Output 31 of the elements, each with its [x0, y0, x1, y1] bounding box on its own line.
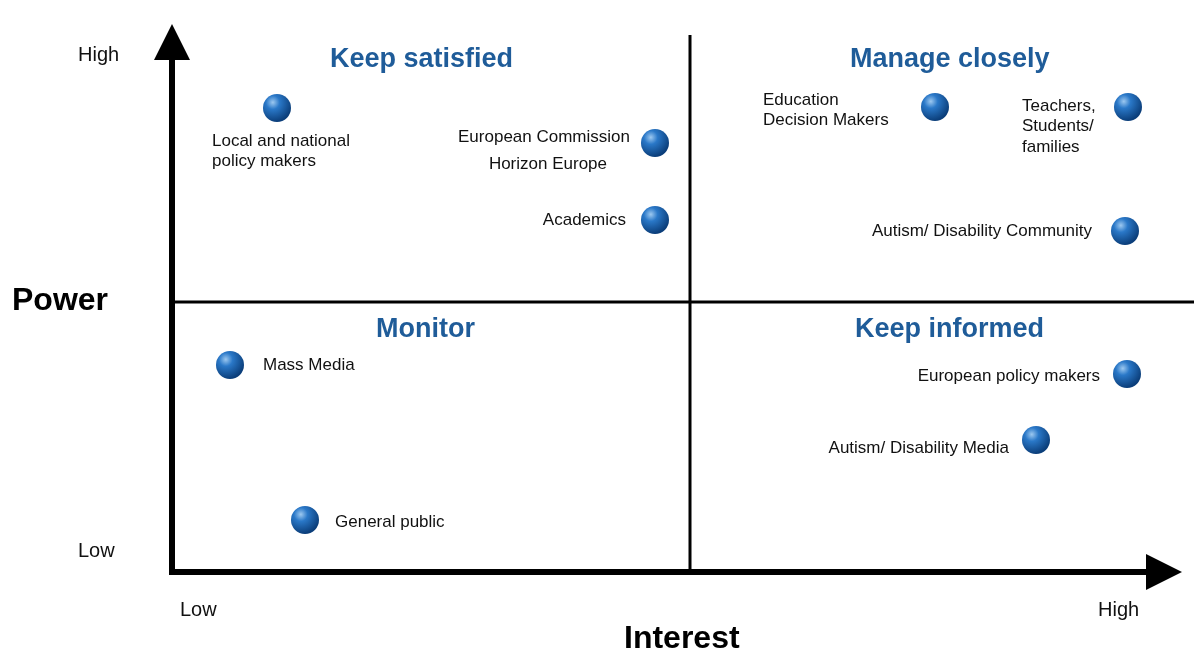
sphere-marker: [1021, 425, 1051, 455]
sphere-marker: [640, 205, 670, 235]
stakeholder-label: European Commission: [458, 127, 630, 148]
axis-label: Low: [78, 538, 115, 562]
stakeholder-label: Autism/ Disability Community: [871, 221, 1092, 242]
sphere-marker: [1112, 359, 1142, 389]
quadrant-heading: Manage closely: [850, 42, 1050, 75]
quadrant-heading: Keep satisfied: [330, 42, 514, 75]
stakeholder-label: European policy makers: [917, 366, 1100, 387]
stakeholder-label: Mass Media: [263, 355, 355, 376]
stakeholder-label: Academics: [542, 210, 626, 231]
sphere-marker: [1113, 92, 1143, 122]
axis-title: Power: [12, 280, 109, 319]
sphere-marker: [920, 92, 950, 122]
sphere-marker: [262, 93, 292, 123]
stakeholder-label: Autism/ Disability Media: [828, 438, 1009, 459]
sphere-marker: [215, 350, 245, 380]
axis-label: High: [78, 42, 120, 66]
sphere-marker: [1110, 216, 1140, 246]
stakeholder-label: Teachers, Students/ families: [1022, 96, 1097, 158]
stakeholder-label: General public: [335, 512, 445, 533]
axis-title: Interest: [624, 618, 740, 655]
quadrant-heading: Keep informed: [855, 312, 1045, 345]
axis-label: Low: [180, 597, 217, 621]
sphere-marker: [290, 505, 320, 535]
axis-label: High: [1098, 597, 1140, 621]
stakeholder-label: Education Decision Makers: [763, 90, 890, 131]
quadrant-heading: Monitor: [376, 312, 475, 345]
sphere-marker: [640, 128, 670, 158]
stakeholder-label: Horizon Europe: [488, 154, 607, 175]
stakeholder-label: Local and national policy makers: [212, 131, 351, 172]
